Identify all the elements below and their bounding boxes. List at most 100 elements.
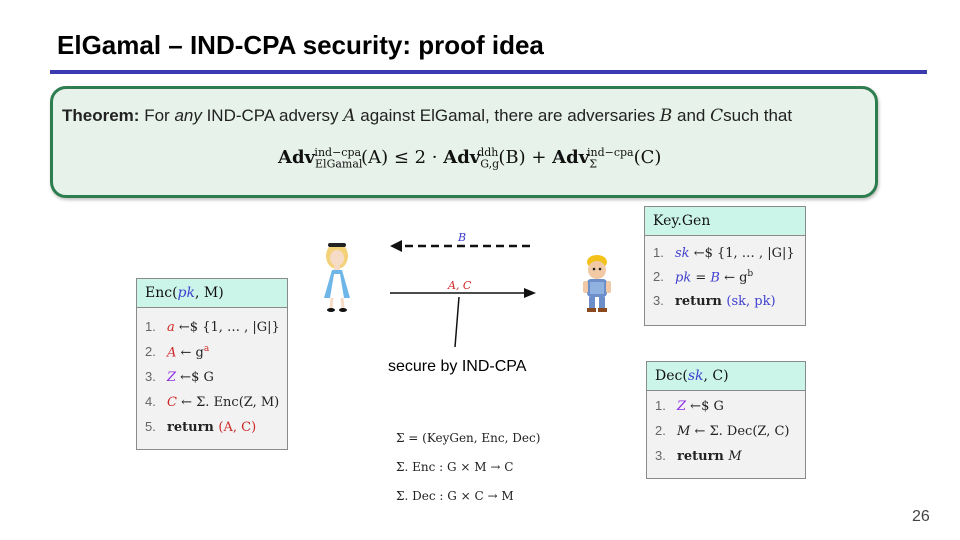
dec-box: Dec(sk, C) 1. Z ←$ G 2. M ← Σ. Dec(Z, C) 3…: [646, 361, 806, 479]
expr: ←$ G: [686, 399, 724, 414]
dec-header-text: , C): [703, 368, 729, 384]
theorem-any: any: [174, 106, 202, 125]
enc-header: Enc(pk, M): [137, 279, 287, 308]
var-A: A: [167, 345, 177, 361]
line-number: 2.: [653, 269, 664, 285]
line-number: 1.: [655, 398, 666, 413]
sigma-definition: Σ = (KeyGen, Enc, Dec): [396, 431, 541, 445]
slide-title: ElGamal – IND-CPA security: proof idea: [57, 30, 544, 60]
enc-box: Enc(pk, M) 1.a ←$ {1, … , |G|} 2.A ← ga …: [136, 278, 288, 450]
theorem-formula: AdvElGamalind−cpa(A) ≤ 2 · AdvG,gddh(B) …: [278, 146, 661, 171]
adv-sigma: Adv: [552, 147, 590, 168]
enc-line-4: 4. C ← Σ. Enc(Z, M): [145, 394, 279, 410]
expr: {1, … , |G|}: [717, 246, 795, 261]
var-b: B: [710, 270, 720, 286]
dashed-arrow-left: [390, 240, 530, 252]
line-number: 1.: [145, 319, 156, 334]
adv-arg: (B) +: [498, 147, 553, 168]
protocol-arrows: [390, 240, 536, 348]
line-number: 4.: [145, 394, 156, 409]
bob-figure: [583, 255, 611, 312]
exponent: b: [747, 269, 754, 279]
line-number: 1.: [653, 245, 664, 260]
pointer-line: [454, 296, 460, 348]
enc-header-text: , M): [195, 285, 224, 301]
line-number: 3.: [145, 369, 156, 384]
keygen-line-1: 1. sk ←$ {1, … , |G|}: [653, 245, 795, 261]
var-sk: sk: [687, 368, 704, 384]
label-ac: A, C: [448, 279, 472, 292]
enc-line-3: 3. Z ←$ G: [145, 369, 214, 385]
sigma-dec-signature: Σ. Dec : G × C → M: [396, 489, 514, 503]
var-sk: sk: [675, 246, 690, 261]
line-number: 2.: [655, 423, 666, 438]
expr: ← Σ. Enc(Z, M): [176, 395, 280, 410]
var-M: M: [677, 424, 691, 439]
line-number: 3.: [655, 448, 666, 463]
theorem-label: Theorem:: [62, 106, 140, 125]
theorem-text: For: [144, 106, 175, 125]
keygen-line-3: 3. return (sk, pk): [653, 293, 776, 309]
return-keyword: return: [677, 449, 729, 464]
adv-sub: Σ: [589, 157, 597, 171]
enc-header-text: Enc(: [145, 285, 178, 301]
alice-figure: [324, 243, 350, 312]
var-C: C: [167, 395, 177, 410]
adv-arg: (C): [633, 147, 662, 168]
enc-line-5: 5. return (A, C): [145, 419, 256, 435]
expr: ←$ {1, … , |G|}: [174, 320, 280, 335]
return-keyword: return: [167, 420, 219, 435]
adv-elgamal: Adv: [278, 147, 316, 168]
adv-arg: (A) ≤ 2 ·: [361, 147, 444, 168]
return-args: (sk, pk): [726, 294, 776, 309]
title-underline: [50, 70, 927, 74]
expr: ← g: [176, 345, 204, 361]
line-number: 3.: [653, 293, 664, 308]
var-c: C: [710, 106, 724, 126]
theorem-text: against ElGamal, there are adversaries: [355, 106, 660, 125]
expr: ←$ G: [176, 370, 214, 385]
return-keyword: return: [675, 294, 727, 309]
keygen-header: Key.Gen: [645, 207, 805, 236]
adv-sub: G,g: [480, 157, 500, 171]
return-args: (A, C): [218, 420, 257, 435]
dec-line-1: 1. Z ←$ G: [655, 398, 724, 414]
sigma-enc-signature: Σ. Enc : G × M → C: [396, 460, 514, 474]
dec-line-3: 3. return M: [655, 448, 742, 464]
var-pk: pk: [675, 270, 692, 286]
line-number: 2.: [145, 344, 156, 360]
solid-arrow-right: [390, 288, 536, 298]
theorem-text: IND-CPA adversy: [201, 106, 344, 125]
enc-line-2: 2. A ← ga: [145, 344, 209, 360]
var-a: A: [343, 106, 356, 126]
adv-sup: ind−cpa: [586, 146, 634, 159]
line-number: 5.: [145, 419, 156, 434]
return-args: M: [728, 449, 742, 464]
expr: ← Σ. Dec(Z, C): [690, 424, 790, 439]
var-b: B: [659, 106, 673, 126]
adv-sup: ddh: [477, 146, 499, 159]
exponent: a: [203, 344, 210, 354]
var-Z: Z: [167, 370, 177, 385]
theorem-text: and: [672, 106, 711, 125]
adv-sup: ind−cpa: [314, 146, 362, 159]
page-number: 26: [912, 508, 930, 525]
var-pk: pk: [177, 285, 195, 301]
assign-arrow: ←$: [689, 246, 717, 261]
theorem-statement: Theorem: For any IND-CPA adversy A again…: [62, 106, 792, 126]
theorem-text: such that: [723, 106, 793, 125]
equals: =: [691, 270, 711, 286]
keygen-line-2: 2.pk = B ← gb: [653, 269, 753, 285]
enc-line-1: 1. a ←$ {1, … , |G|}: [145, 319, 280, 335]
dec-header: Dec(sk, C): [647, 362, 805, 391]
keygen-box: Key.Gen 1.sk ←$ {1, … , |G|} 2.pk = B ← …: [644, 206, 806, 326]
var-a: a: [167, 320, 175, 335]
adv-sub: ElGamal: [315, 157, 363, 171]
theorem-box: [50, 86, 878, 198]
label-b: B: [458, 231, 467, 244]
dec-header-text: Dec(: [655, 368, 688, 384]
dec-line-2: 2. M ← Σ. Dec(Z, C): [655, 423, 789, 439]
secure-caption: secure by IND-CPA: [388, 358, 527, 375]
var-Z: Z: [677, 399, 687, 414]
adv-ddh: Adv: [443, 147, 481, 168]
